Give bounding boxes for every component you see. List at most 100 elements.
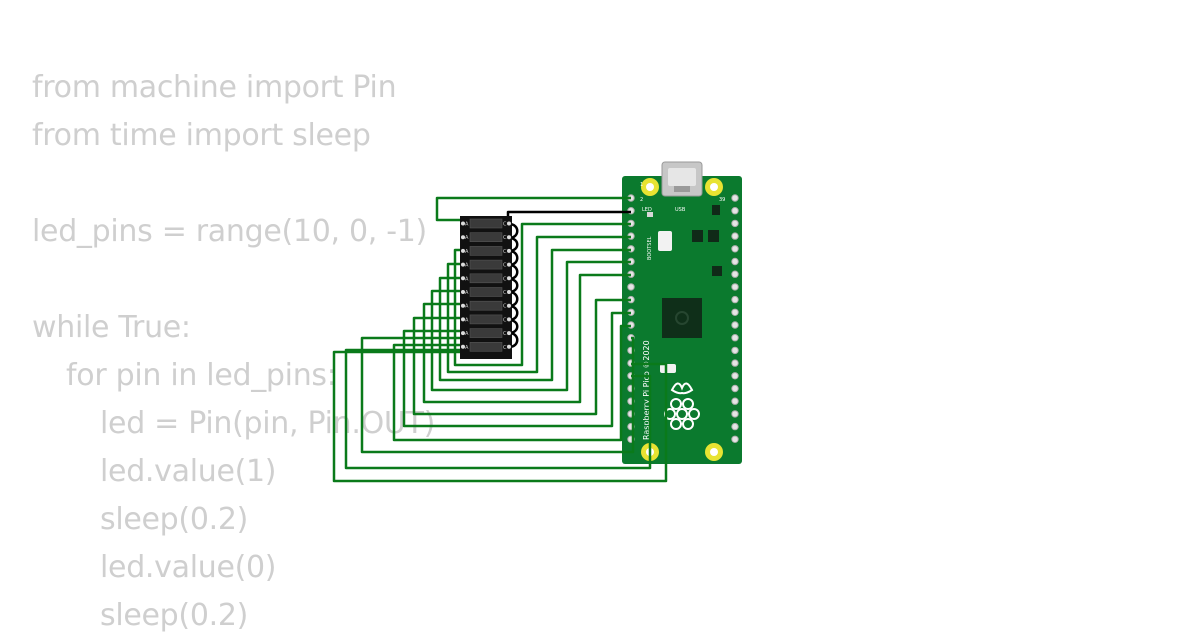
bargraph-pin-anode[interactable] [461, 290, 465, 294]
pico-pin-right[interactable] [731, 308, 739, 316]
code-line: led.value(1) [100, 454, 277, 489]
led-segment [469, 246, 503, 256]
bargraph-segments [469, 218, 503, 352]
pin39-label: 39 [719, 197, 725, 203]
bargraph-pin-label-c: C [503, 317, 507, 323]
led-label: LED [642, 207, 652, 213]
bargraph-pin-label-a: A [465, 290, 469, 296]
wire[interactable] [332, 350, 668, 483]
board-components [647, 205, 722, 373]
bargraph-pin-anode[interactable] [461, 317, 465, 322]
usb-connector [661, 161, 703, 197]
header-pins-right[interactable] [731, 194, 739, 443]
wires[interactable] [332, 196, 668, 483]
wire[interactable] [402, 311, 631, 428]
led-segment [469, 314, 503, 325]
code-line: while True: [32, 310, 191, 345]
bargraph-pin-cathode[interactable] [507, 276, 511, 281]
bargraph-pin-anode[interactable] [461, 344, 465, 349]
bargraph-pin-label-c: C [503, 222, 507, 228]
bargraph-pin-label-a: A [465, 345, 469, 351]
pico-pin-right[interactable] [731, 410, 739, 418]
wire[interactable] [446, 235, 631, 374]
bargraph-pin-cathode[interactable] [507, 262, 511, 267]
pico-pin-right[interactable] [731, 422, 739, 431]
bargraph-pin-label-a: A [465, 249, 469, 255]
wire[interactable] [438, 248, 631, 382]
pico-pin-right[interactable] [731, 245, 739, 253]
bargraph-pin-label-c: C [503, 304, 507, 310]
bargraph-pin-label-c: C [503, 331, 507, 337]
pico-pin-right[interactable] [731, 384, 739, 393]
bargraph-pin-label-c: C [503, 263, 507, 269]
bargraph-pin-label-a: A [465, 276, 469, 282]
pico-pin-right[interactable] [731, 346, 739, 355]
board-model-label: Raspberry Pi Pico ©2020 [642, 340, 651, 440]
bargraph-pin-cathode[interactable] [507, 317, 511, 322]
code-line: sleep(0.2) [100, 502, 249, 537]
usb-label: USB [675, 207, 686, 213]
pico-pin-right[interactable] [731, 359, 739, 367]
wire[interactable] [392, 324, 631, 442]
bargraph-pin-cathode[interactable] [507, 303, 511, 308]
wire[interactable] [435, 196, 631, 222]
raspberry-logo-icon [664, 382, 700, 430]
bargraph-pin-cathode[interactable] [507, 290, 511, 294]
pico-board[interactable]: 1 2 39 LED USB BOOTSEL Raspberry Pi Pico… [622, 161, 742, 464]
bargraph-pin-cathode[interactable] [507, 235, 511, 240]
pico-pin-right[interactable] [731, 321, 739, 329]
pico-pin-right[interactable] [731, 435, 739, 443]
pico-pin-right[interactable] [731, 283, 739, 291]
bargraph-pin-label-c: C [503, 249, 507, 255]
bargraph-pin-anode[interactable] [461, 248, 465, 253]
pico-pin-left[interactable] [627, 283, 635, 291]
bargraph-pin-label-a: A [465, 263, 469, 269]
bargraph-pin-anode[interactable] [461, 276, 465, 281]
pico-pin-right[interactable] [731, 232, 739, 240]
bargraph-pin-label-c: C [503, 276, 507, 282]
wire[interactable] [453, 222, 631, 367]
bargraph-pin-anode[interactable] [461, 331, 465, 336]
pico-pin-right[interactable] [731, 257, 739, 266]
wire[interactable] [506, 210, 631, 223]
bargraph-pin-anode[interactable] [461, 221, 465, 226]
bargraph-pin-label-a: A [465, 331, 469, 337]
pin2-label: 2 [640, 197, 643, 203]
pico-pin-right[interactable] [731, 270, 739, 278]
bargraph-pin-cathode[interactable] [507, 248, 511, 253]
code-line: led.value(0) [100, 550, 277, 585]
wire[interactable] [422, 273, 631, 404]
bootsel-label: BOOTSEL [647, 236, 653, 260]
bargraph-pin-anode[interactable] [461, 262, 465, 267]
bargraph-pin-cathode[interactable] [507, 221, 511, 226]
bargraph-pin-anode[interactable] [461, 235, 465, 240]
bargraph-pin-label-c: C [503, 290, 507, 296]
bargraph-pin-cathode[interactable] [507, 331, 511, 336]
pin1-label: 1 [640, 182, 643, 188]
bargraph-pin-label-a: A [465, 235, 469, 241]
wire[interactable] [507, 222, 519, 349]
led-segment [469, 259, 503, 270]
code-line: led_pins = range(10, 0, -1) [32, 214, 427, 249]
pico-pin-right[interactable] [731, 295, 739, 304]
code-line: from time import sleep [32, 118, 371, 153]
bargraph-pin-cathode[interactable] [507, 344, 511, 349]
wire[interactable] [430, 260, 631, 392]
code-line: sleep(0.2) [100, 598, 249, 633]
wire[interactable] [344, 348, 652, 470]
pico-pin-right[interactable] [731, 219, 739, 228]
bargraph-pin-anode[interactable] [461, 303, 465, 308]
pico-pin-right[interactable] [731, 372, 739, 380]
bargraph-pin-label-a: A [465, 317, 469, 323]
pico-pin-right[interactable] [731, 334, 739, 342]
pico-pin-right[interactable] [731, 397, 739, 405]
pico-pin-right[interactable] [731, 207, 739, 215]
led-segment [469, 328, 503, 338]
wire[interactable] [412, 298, 631, 416]
wire[interactable] [360, 336, 635, 454]
led-segment [469, 300, 503, 311]
pico-pin-right[interactable] [731, 194, 739, 202]
